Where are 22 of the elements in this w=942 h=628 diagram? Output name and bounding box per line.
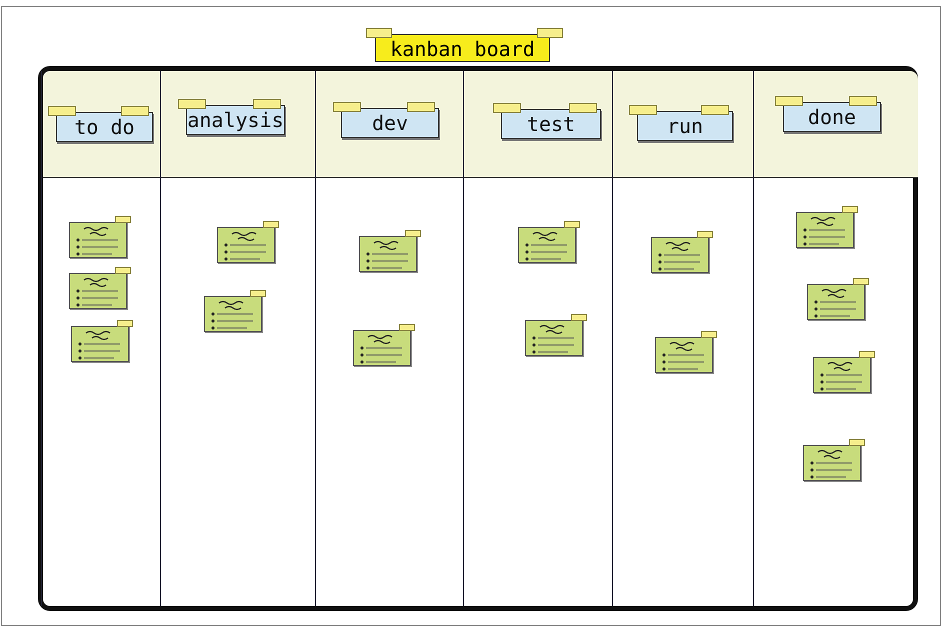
sticky-note xyxy=(813,357,871,393)
sticky-note xyxy=(651,237,709,273)
column-header: run xyxy=(637,111,733,141)
sticky-note xyxy=(796,212,854,248)
column-header: test xyxy=(501,109,601,139)
column-header: done xyxy=(783,102,881,132)
sticky-note xyxy=(204,296,262,332)
sticky-note xyxy=(69,222,127,258)
sticky-note xyxy=(69,273,127,309)
sticky-note xyxy=(807,284,865,320)
sticky-note xyxy=(655,337,713,373)
sticky-note xyxy=(359,236,417,272)
sticky-note xyxy=(518,227,576,263)
sticky-note xyxy=(217,227,275,263)
column-header: dev xyxy=(341,108,439,138)
sticky-note xyxy=(525,320,583,356)
sticky-note xyxy=(353,330,411,366)
title-label: kanban board xyxy=(375,34,550,62)
column-header: analysis xyxy=(186,105,285,135)
sticky-note xyxy=(71,326,129,362)
sticky-note xyxy=(803,445,861,481)
column-header: to do xyxy=(56,112,153,142)
